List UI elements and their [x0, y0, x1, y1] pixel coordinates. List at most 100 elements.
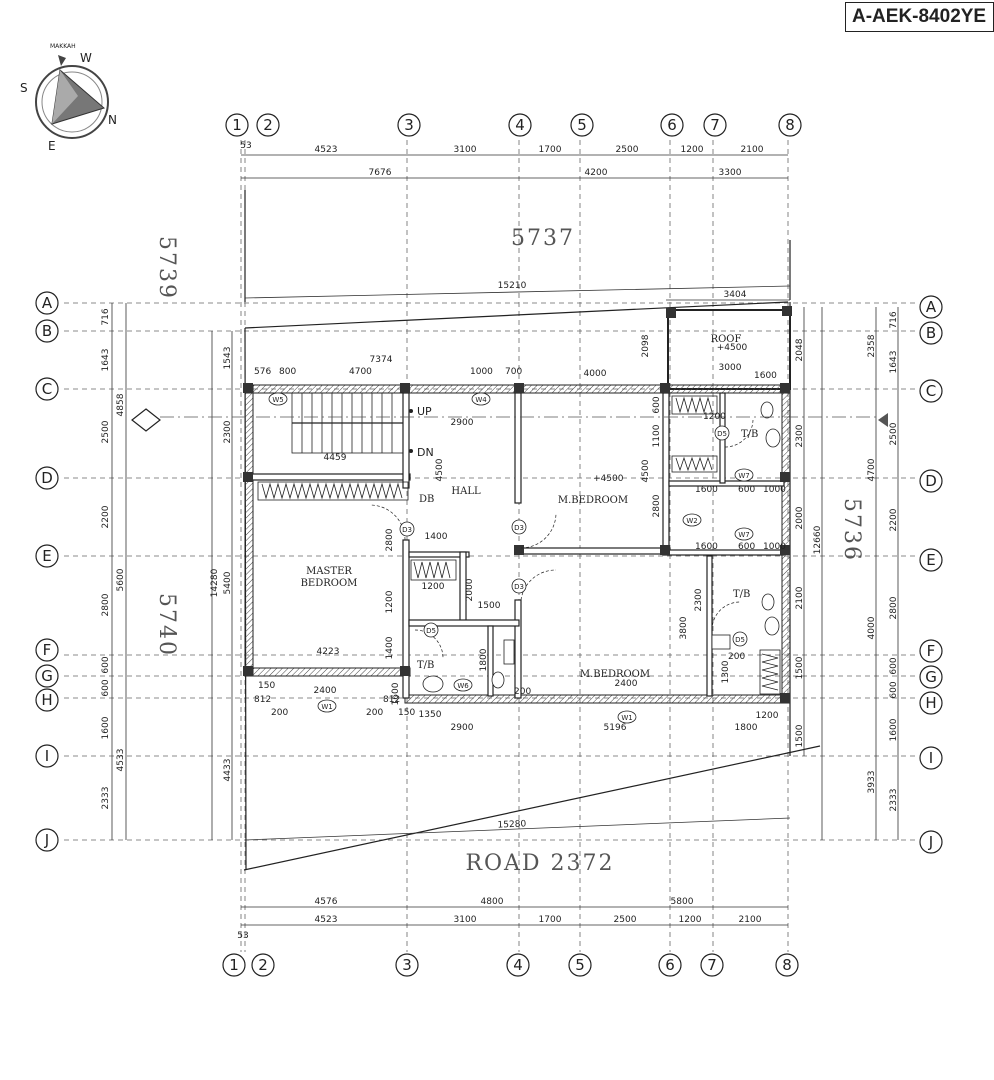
grid-col-8-top: 8: [785, 116, 795, 134]
stair-up-label: UP: [417, 405, 432, 418]
dim-left-14280: 14280: [210, 568, 220, 597]
dim-right-3933: 3933: [867, 771, 877, 794]
roof-area: 3404 ROOF +4500: [666, 290, 792, 390]
idim-1200-a: 1200: [703, 412, 726, 422]
idim-812-b: 812: [383, 695, 400, 705]
dim-left-5600: 5600: [116, 568, 126, 591]
grid-row-i-left: I: [45, 747, 49, 765]
idim-200-b: 200: [271, 708, 288, 718]
grid-col-8-bottom: 8: [782, 956, 792, 974]
idim-1800-a: 1800: [479, 648, 489, 671]
dim-bottom-2500: 2500: [614, 915, 637, 925]
idim-700: 700: [505, 367, 522, 377]
grid-row-a-right: A: [926, 298, 937, 316]
dim-right-600a: 600: [889, 657, 899, 674]
grid-col-1-bottom: 1: [229, 956, 239, 974]
dim-top-4523: 4523: [315, 145, 338, 155]
room-master-bedroom-l1: MASTER: [306, 566, 352, 577]
row-bubbles-left: A B C D E F G H I J: [35, 291, 59, 852]
idim-7374: 7374: [370, 355, 393, 365]
m-bedroom-1-level: +4500: [593, 474, 624, 484]
idim-4223: 4223: [317, 647, 340, 657]
dim-top-7676: 7676: [369, 168, 392, 178]
dim-left-1600: 1600: [101, 716, 111, 739]
grid-row-g-right: G: [925, 668, 937, 686]
dim-top-1700: 1700: [539, 145, 562, 155]
idim-2400-b: 2400: [615, 679, 638, 689]
dim-bottom-5800: 5800: [671, 897, 694, 907]
grid-col-5-top: 5: [577, 116, 587, 134]
room-m-bedroom-1: M.BEDROOM: [558, 495, 628, 506]
toilet-icon: [761, 593, 775, 611]
dim-left-2800: 2800: [101, 593, 111, 616]
window-tag-w1a: W1: [321, 703, 332, 711]
idim-1400-a: 1400: [425, 532, 448, 542]
idim-2800-a: 2800: [652, 494, 662, 517]
dim-right-2200: 2200: [889, 508, 899, 531]
idim-200-a: 200: [728, 652, 745, 662]
dim-top-3100: 3100: [454, 145, 477, 155]
idim-4459: 4459: [324, 453, 347, 463]
dim-bottom-4523: 4523: [315, 915, 338, 925]
door-tag-d3b: D3: [514, 524, 524, 532]
idim-5196: 5196: [604, 723, 627, 733]
dim-left-600b: 600: [101, 679, 111, 696]
grid-col-2-top: 2: [263, 116, 273, 134]
idim-1000: 1000: [470, 367, 493, 377]
door-tag-d5a: D5: [717, 430, 727, 438]
plot-top-length: 15210: [498, 281, 527, 291]
door-tag-d3a: D3: [402, 526, 412, 534]
idim-1500: 1500: [478, 601, 501, 611]
shower-tray-icon: [711, 634, 731, 650]
window-tag-w7a: W7: [738, 472, 749, 480]
right-dimension-lines: [803, 307, 899, 840]
dim-right-1643: 1643: [889, 351, 899, 374]
dim-right-2800: 2800: [889, 596, 899, 619]
top-dimensions: 53 4523 3100 1700 2500 1200 2100 7676 42…: [240, 141, 763, 178]
bottom-dimension-lines: [241, 906, 788, 926]
grid-row-e-right: E: [926, 551, 935, 569]
grid-col-7-bottom: 7: [707, 956, 717, 974]
grid-row-g-left: G: [41, 667, 53, 685]
idim-200-c: 200: [366, 708, 383, 718]
top-plot-length-line: [244, 285, 791, 299]
grid-col-6-bottom: 6: [665, 956, 675, 974]
room-tb-2: T/B: [733, 589, 750, 600]
idim-2000: 2000: [465, 578, 475, 601]
grid-row-c-right: C: [926, 382, 936, 400]
plot-bottom-length: 15280: [497, 819, 526, 830]
roof-label: ROOF: [711, 334, 742, 345]
grid-col-7-top: 7: [710, 116, 720, 134]
neighbour-plot-5740: 5740: [154, 593, 179, 657]
column-bubbles-top: 1 2 3 4 5 6 7 8: [225, 113, 802, 137]
grid-col-6-top: 6: [667, 116, 677, 134]
dim-right-1500a: 1500: [795, 656, 805, 679]
dim-left-5400: 5400: [223, 571, 233, 594]
left-dimensions: 716 1643 2500 2200 2800 600 600 1600 233…: [101, 308, 233, 809]
grid-col-1-top: 1: [232, 116, 242, 134]
dim-right-2500: 2500: [889, 422, 899, 445]
dim-bottom-4576: 4576: [315, 897, 338, 907]
idim-4500-b: 4500: [641, 459, 651, 482]
grid-row-e-left: E: [42, 547, 51, 565]
room-hall: HALL: [451, 486, 481, 497]
dim-bottom-1200: 1200: [679, 915, 702, 925]
grid-col-5-bottom: 5: [575, 956, 585, 974]
grid-col-3-top: 3: [404, 116, 414, 134]
basin-icon: [765, 428, 781, 448]
grid-row-j-right: J: [928, 833, 933, 851]
idim-4000: 4000: [584, 369, 607, 379]
dim-left-4433: 4433: [223, 759, 233, 782]
grid-row-f-left: F: [43, 641, 52, 659]
idim-150-b: 150: [398, 708, 415, 718]
room-m-bedroom-2: M.BEDROOM: [580, 669, 650, 680]
grid-col-4-top: 4: [515, 116, 525, 134]
idim-1000-b: 1000: [763, 542, 786, 552]
idim-600-a: 600: [652, 396, 662, 413]
door-tag-d3c: D3: [514, 583, 524, 591]
window-tag-w1b: W1: [621, 714, 632, 722]
compass-n-label: N: [108, 113, 117, 127]
north-arrow-icon: [58, 55, 66, 66]
idim-1800-b: 1800: [735, 723, 758, 733]
grid-row-c-left: C: [42, 380, 52, 398]
